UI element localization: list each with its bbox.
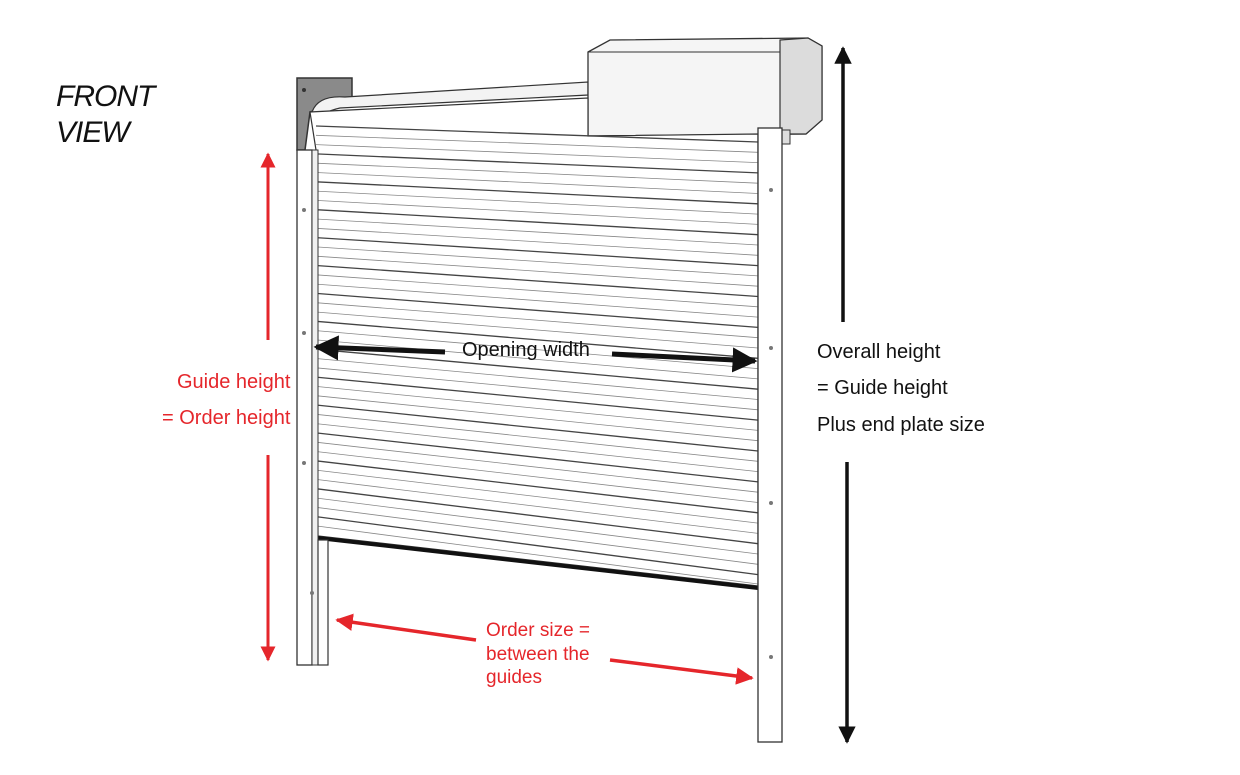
curtain-slat bbox=[315, 506, 759, 565]
bottom-rail bbox=[317, 536, 759, 590]
curtain-slat bbox=[315, 311, 759, 349]
guide-height-label-line1: Guide height bbox=[177, 371, 291, 393]
curtain-slat bbox=[315, 320, 759, 359]
curtain-slat bbox=[315, 209, 759, 236]
view-title-line2: VIEW bbox=[56, 116, 130, 149]
curtain-slat bbox=[315, 469, 759, 524]
order-size-label-line3: guides bbox=[486, 667, 542, 688]
curtain-slat bbox=[315, 283, 759, 318]
curtain-slat bbox=[315, 432, 759, 483]
overall-height-label-line1: Overall height bbox=[817, 341, 941, 363]
hood-box bbox=[587, 37, 823, 145]
curtain-slat bbox=[315, 460, 759, 514]
left-guide bbox=[296, 149, 329, 666]
curtain-slat bbox=[315, 172, 759, 194]
curtain-slat bbox=[315, 125, 759, 143]
curtain-slat bbox=[315, 292, 759, 329]
curtain-slat bbox=[315, 348, 759, 390]
curtain-slat bbox=[315, 236, 759, 267]
order-size-label-line1: Order size = bbox=[486, 620, 591, 641]
curtain-slat bbox=[315, 367, 759, 411]
curtain-slat bbox=[315, 404, 759, 452]
curtain-slat bbox=[315, 515, 759, 576]
opening-width-arrow-left bbox=[313, 335, 446, 361]
curtain-slat bbox=[315, 218, 759, 246]
curtain-slat bbox=[315, 330, 759, 369]
guide-height-label-line2: = Order height bbox=[162, 407, 291, 429]
curtain-slat bbox=[315, 441, 759, 493]
opening-width-arrow-right bbox=[611, 347, 758, 373]
curtain-slat bbox=[315, 339, 759, 380]
curtain-slat bbox=[315, 423, 759, 472]
curtain-slat bbox=[315, 395, 759, 442]
order-size-arrow-left bbox=[335, 613, 477, 642]
curtain-slat bbox=[315, 264, 759, 298]
curtain-slat bbox=[315, 302, 759, 339]
curtain-slat bbox=[315, 497, 759, 555]
curtain-slat bbox=[315, 413, 759, 462]
curtain-slat bbox=[315, 376, 759, 421]
view-title-line1: FRONT bbox=[56, 80, 155, 113]
overall-height-label-line3: Plus end plate size bbox=[817, 414, 985, 436]
curtain-slat bbox=[315, 479, 759, 534]
order-size-label-line2: between the bbox=[486, 644, 590, 665]
curtain-slat bbox=[315, 255, 759, 287]
curtain-slat bbox=[315, 274, 759, 308]
curtain-slat bbox=[315, 200, 759, 225]
curtain-slat bbox=[315, 144, 759, 163]
curtain-slat bbox=[315, 451, 759, 503]
curtain-slat bbox=[315, 162, 759, 184]
curtain-slat bbox=[315, 181, 759, 205]
curtain-slat bbox=[315, 386, 759, 431]
order-size-arrow-right bbox=[609, 658, 754, 685]
opening-width-label: Opening width bbox=[462, 339, 590, 361]
overall-height-label-line2: = Guide height bbox=[817, 377, 948, 399]
curtain-slats bbox=[315, 125, 759, 585]
curtain-slat bbox=[315, 153, 759, 174]
curtain-slat bbox=[315, 227, 759, 256]
curtain-slat bbox=[315, 525, 759, 585]
curtain-slat bbox=[315, 134, 759, 153]
curtain-slat bbox=[315, 246, 759, 277]
right-guide bbox=[757, 127, 783, 743]
curtain-slat bbox=[315, 190, 759, 215]
curtain-slat bbox=[315, 358, 759, 400]
curtain-slat bbox=[315, 488, 759, 545]
